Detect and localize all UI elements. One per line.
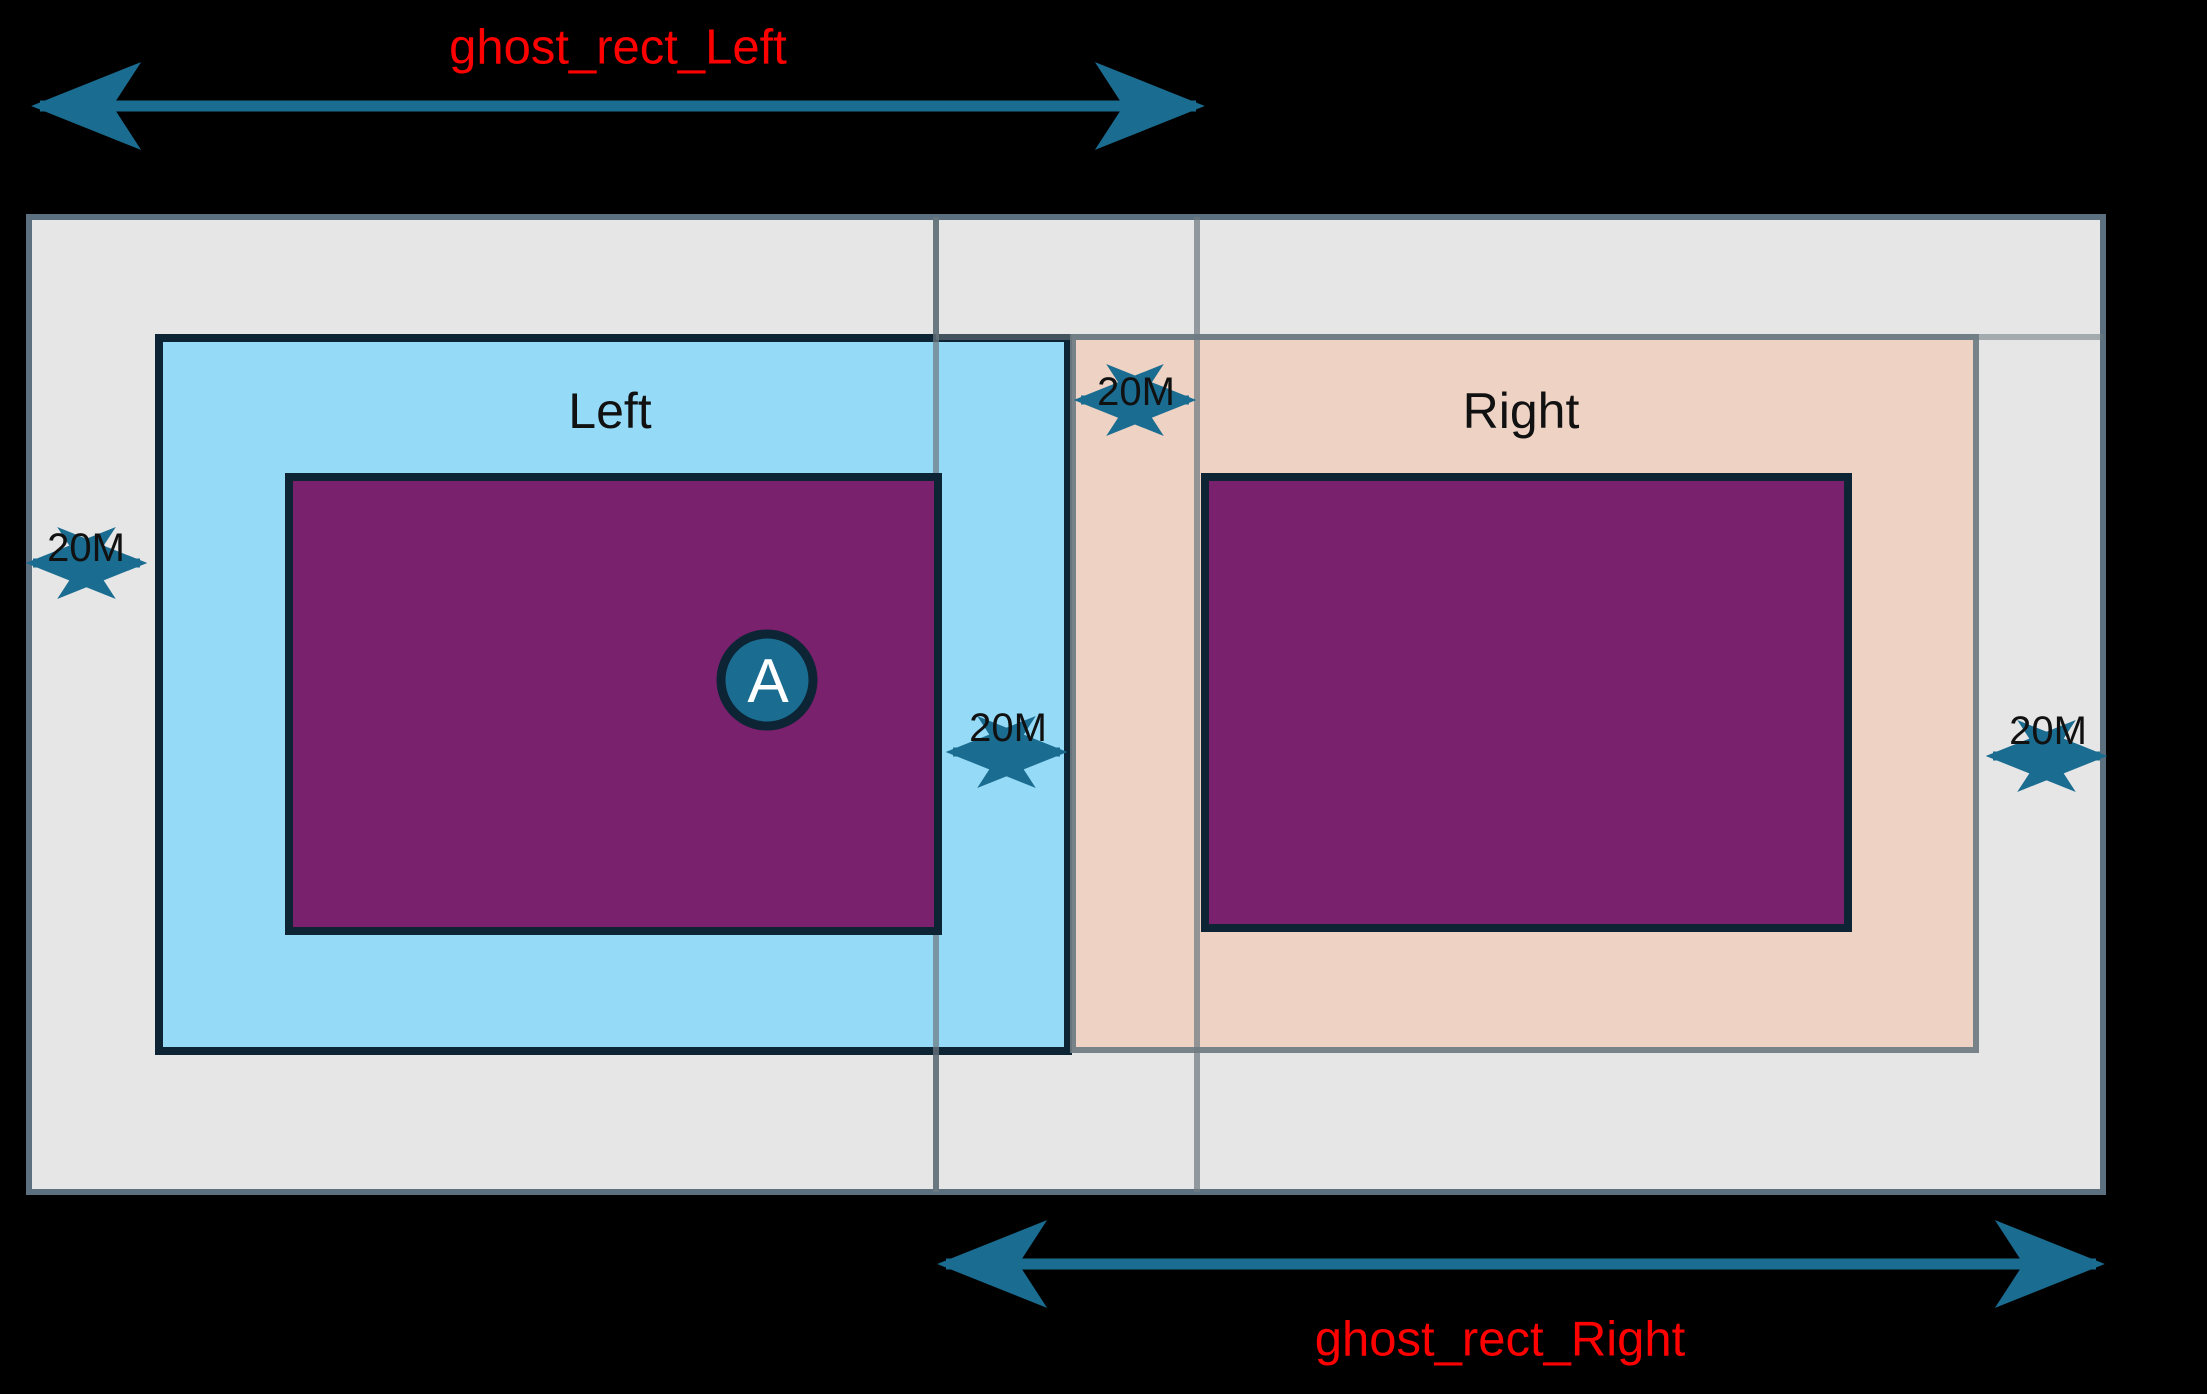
left-rect-label: Left xyxy=(568,383,652,439)
dim-label-right-outer-margin: 20M xyxy=(2009,709,2087,753)
ghost-rect-right-label: ghost_rect_Right xyxy=(1314,1312,1686,1367)
node-a-circle[interactable] xyxy=(716,629,818,731)
inner-rect-left-shape[interactable] xyxy=(285,473,942,935)
inner-rect-right-shape[interactable] xyxy=(1201,473,1852,932)
ghost-rect-left-label: ghost_rect_Left xyxy=(449,20,787,75)
dim-label-gap-between: 20M xyxy=(1097,370,1175,414)
right-rect-label: Right xyxy=(1462,383,1580,439)
dim-label-left-inner-margin: 20M xyxy=(969,706,1047,750)
node-a-label: A xyxy=(747,647,789,716)
dim-label-left-outer-margin: 20M xyxy=(47,526,125,570)
